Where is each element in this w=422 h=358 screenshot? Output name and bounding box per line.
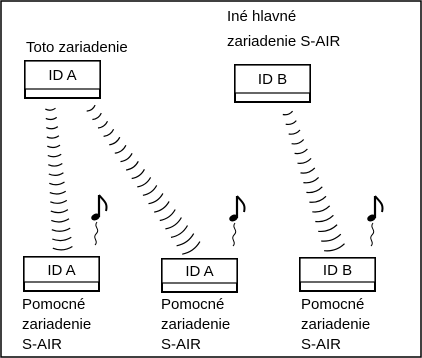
wireless-wave-arc — [294, 148, 308, 155]
wireless-wave-arc — [50, 199, 68, 204]
sub-device-label-line1: Pomocné — [22, 296, 85, 313]
wireless-wave-arc — [45, 107, 56, 111]
music-note-icon — [367, 195, 384, 247]
wireless-wave-arc — [51, 218, 70, 223]
sub-device-label-line1: Pomocné — [161, 296, 224, 313]
sub-device-label-line3: S-AIR — [301, 336, 341, 353]
wireless-wave-arc — [46, 126, 59, 130]
wireless-wave-arc — [97, 120, 109, 129]
sub-device-label-line2: zariadenie — [161, 316, 230, 333]
sub-device-label-line2: zariadenie — [301, 316, 370, 333]
wireless-wave-arc — [165, 217, 182, 230]
wireless-wave-arc — [142, 185, 158, 196]
wireless-wave-arc — [154, 201, 170, 213]
sub-device-id: ID A — [185, 263, 213, 280]
wireless-wave-arc — [300, 167, 316, 174]
wireless-wave-arc — [50, 209, 69, 214]
sub-device-label-line3: S-AIR — [161, 336, 201, 353]
wireless-wave-arc — [312, 205, 331, 213]
main-device-label: Toto zariadenie — [26, 39, 128, 56]
wireless-wave-arc — [52, 236, 72, 242]
wireless-wave-arc — [114, 144, 127, 154]
wireless-wave-arc — [148, 193, 164, 205]
wireless-wave-arc — [52, 245, 73, 251]
other-main-device-label-line2: zariadenie S-AIR — [227, 33, 341, 50]
wireless-wave-arc — [137, 177, 152, 188]
other-main-device-label-line1: Iné hlavné — [227, 8, 296, 25]
wireless-wave-arc — [176, 233, 195, 247]
other-main-device-id: ID B — [258, 71, 287, 88]
wireless-wave-arc — [109, 136, 121, 146]
wireless-wave-arc — [131, 169, 145, 180]
wireless-wave-arc — [49, 181, 65, 186]
wireless-wave-arc — [125, 161, 139, 171]
music-note-icon — [91, 194, 108, 246]
sub-device-label-line1: Pomocné — [301, 296, 364, 313]
wireless-wave-arc — [45, 116, 58, 121]
wireless-wave-arc — [282, 110, 294, 116]
wireless-wave-arc — [324, 243, 345, 252]
wireless-wave-arc — [285, 120, 297, 126]
wireless-wave-arc — [47, 144, 61, 149]
wireless-wave-arc — [103, 128, 115, 137]
wireless-wave-arc — [297, 157, 312, 164]
wireless-wave-arc — [318, 224, 338, 233]
music-note-icon — [229, 195, 246, 247]
other-main-device-box: ID B — [234, 64, 311, 103]
wireless-wave-arc — [182, 241, 201, 255]
wireless-wave-arc — [49, 190, 67, 195]
wireless-wave-arc — [321, 233, 342, 242]
main-device-id: ID A — [48, 67, 76, 84]
main-device-box: ID A — [24, 60, 101, 99]
wireless-wave-arc — [86, 104, 96, 112]
wireless-wave-arc — [47, 153, 62, 158]
sub-device-box: ID A — [161, 258, 238, 293]
sub-device-label-line3: S-AIR — [22, 336, 62, 353]
sub-device-id: ID B — [323, 262, 352, 279]
sub-device-id: ID A — [47, 262, 75, 279]
wireless-wave-arc — [303, 176, 320, 184]
wireless-wave-arc — [170, 225, 189, 238]
wireless-wave-arc — [306, 186, 323, 194]
wireless-wave-arc — [46, 135, 60, 139]
wireless-wave-arc — [309, 195, 327, 203]
sub-device-box: ID B — [299, 257, 376, 292]
wireless-wave-arc — [51, 227, 71, 232]
wireless-wave-arc — [291, 139, 305, 145]
wireless-wave-arc — [48, 162, 63, 167]
wireless-wave-arc — [92, 112, 102, 121]
wireless-wave-arc — [48, 172, 64, 176]
wireless-wave-arc — [159, 209, 176, 222]
wireless-wave-arc — [315, 214, 334, 223]
sub-device-box: ID A — [23, 256, 100, 292]
wireless-wave-arc — [120, 153, 133, 163]
sub-device-label-line2: zariadenie — [22, 316, 91, 333]
wireless-wave-arc — [288, 129, 301, 135]
wireless-wave-icon — [45, 104, 345, 255]
